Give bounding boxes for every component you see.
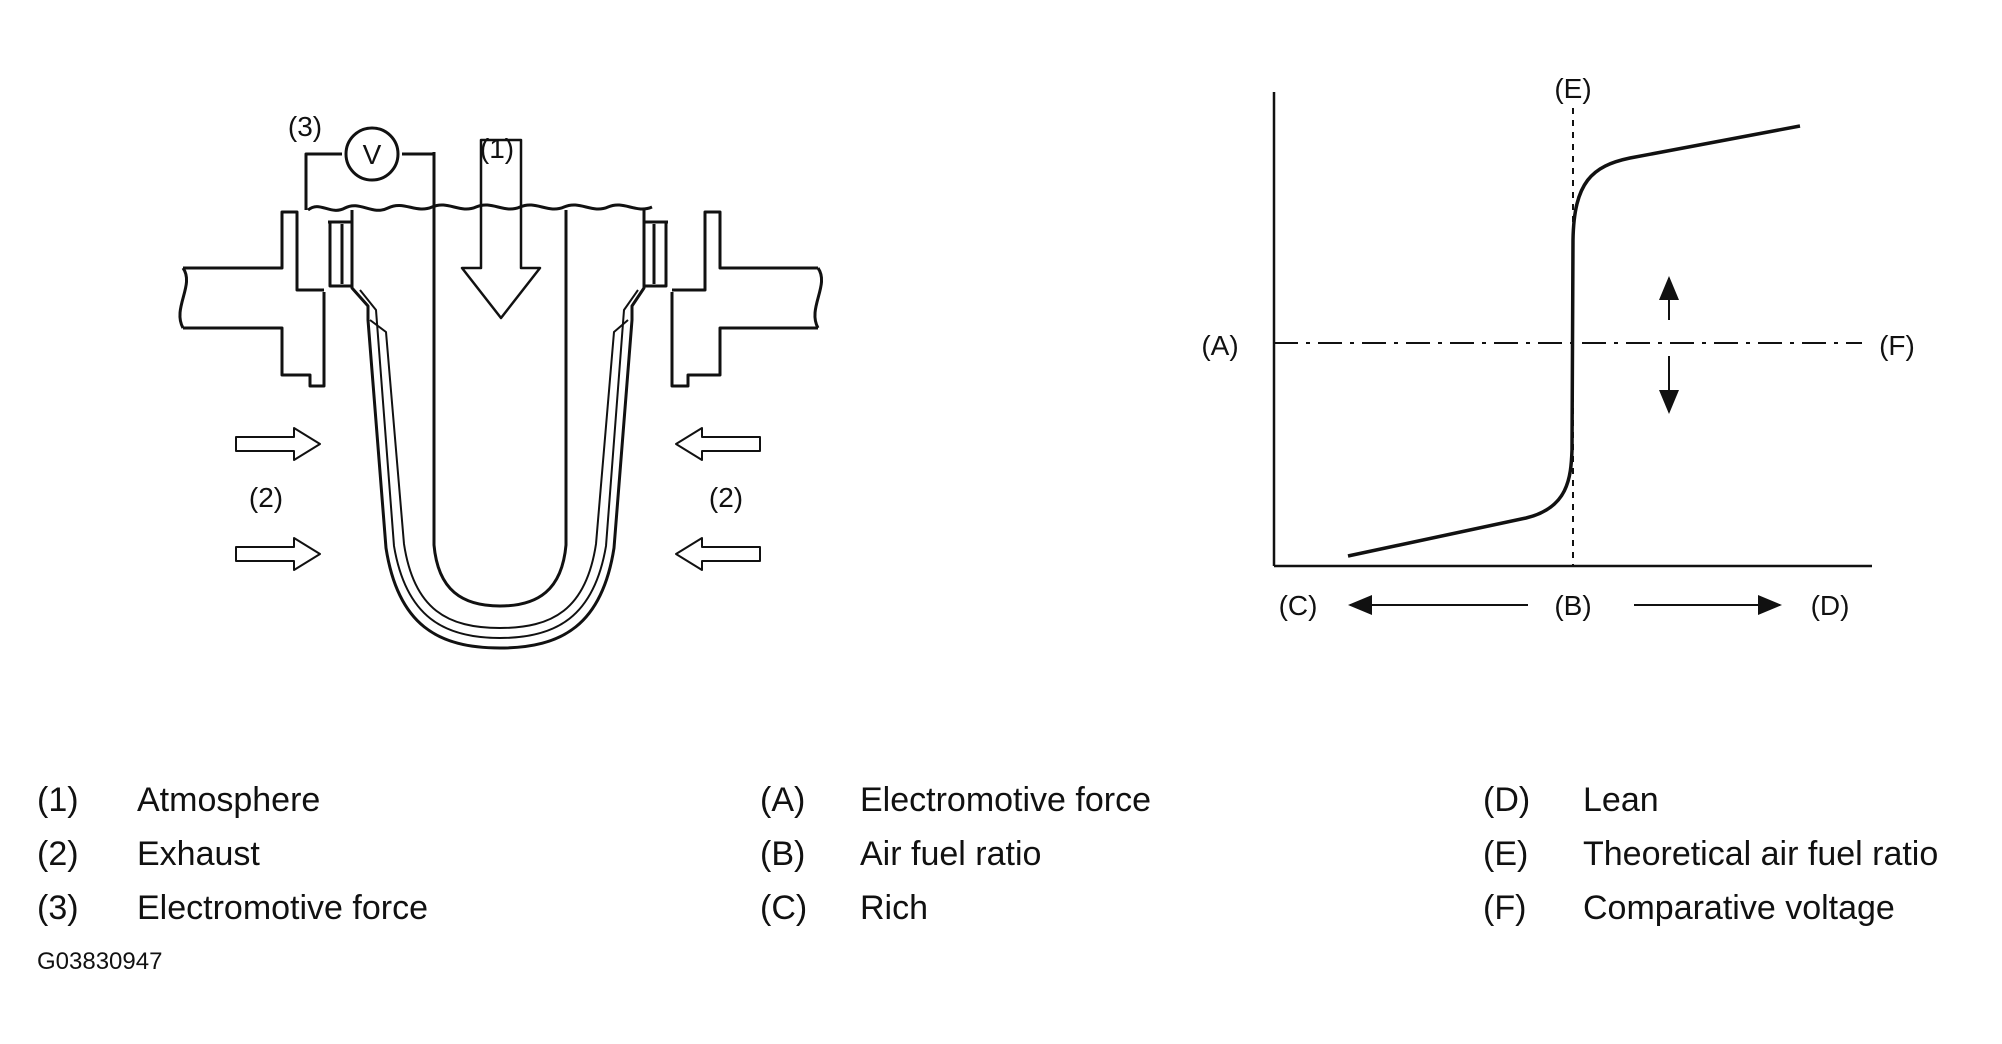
label-f: (F): [1879, 330, 1915, 361]
label-c: (C): [1279, 590, 1318, 621]
marker-1: (1): [480, 133, 514, 164]
legend-item: (E)Theoretical air fuel ratio: [1483, 835, 1939, 873]
exhaust-pipe-right-break: [813, 267, 824, 329]
legend-item: (1)Atmosphere: [37, 781, 321, 819]
exhaust-pipe-right: [670, 210, 818, 388]
sensor-flange-right: [642, 220, 668, 288]
marker-2-right: (2): [709, 482, 743, 513]
exhaust-arrow-left-top: [235, 427, 321, 461]
legend-item: (A)Electromotive force: [760, 781, 1151, 819]
legend-item: (B)Air fuel ratio: [760, 835, 1042, 873]
housing-cut-line: [307, 203, 653, 212]
label-b: (B): [1554, 590, 1591, 621]
emf-curve: [1347, 124, 1801, 558]
legend-column-2: (A)Electromotive force (B)Air fuel ratio…: [760, 773, 1151, 935]
sensor-electrode-layer-2: [369, 319, 629, 629]
legend-item: (F)Comparative voltage: [1483, 889, 1895, 927]
voltmeter-symbol: V: [363, 139, 382, 170]
label-e: (E): [1554, 73, 1591, 104]
legend-item: (3)Electromotive force: [37, 889, 428, 927]
legend-item: (C)Rich: [760, 889, 929, 927]
exhaust-pipe-left: [183, 210, 326, 388]
legend-column-3: (D)Lean (E)Theoretical air fuel ratio (F…: [1483, 773, 1938, 935]
voltage-characteristic-graph: [1272, 92, 1872, 615]
legend-item: (2)Exhaust: [37, 835, 260, 873]
sensor-inner-chamber: [432, 152, 568, 608]
legend-item: (D)Lean: [1483, 781, 1659, 819]
voltmeter-wire: [304, 152, 434, 210]
exhaust-arrow-right-top: [675, 427, 761, 461]
label-a: (A): [1201, 330, 1238, 361]
sensor-flange-left: [328, 220, 354, 288]
exhaust-arrow-right-bottom: [675, 537, 761, 571]
marker-3: (3): [288, 111, 322, 142]
label-d: (D): [1811, 590, 1850, 621]
voltmeter-circle: [344, 126, 400, 182]
figure-code: G03830947: [37, 948, 163, 975]
exhaust-arrow-left-bottom: [235, 537, 321, 571]
sensor-cross-section: [178, 126, 824, 650]
sensor-electrode-layer-1: [359, 289, 639, 639]
exhaust-pipe-left-break: [178, 267, 189, 329]
marker-2-left: (2): [249, 482, 283, 513]
atmosphere-arrow: [460, 138, 542, 320]
legend-column-1: (1)Atmosphere (2)Exhaust (3)Electromotiv…: [37, 773, 428, 935]
sensor-outer-shell: [350, 210, 646, 650]
